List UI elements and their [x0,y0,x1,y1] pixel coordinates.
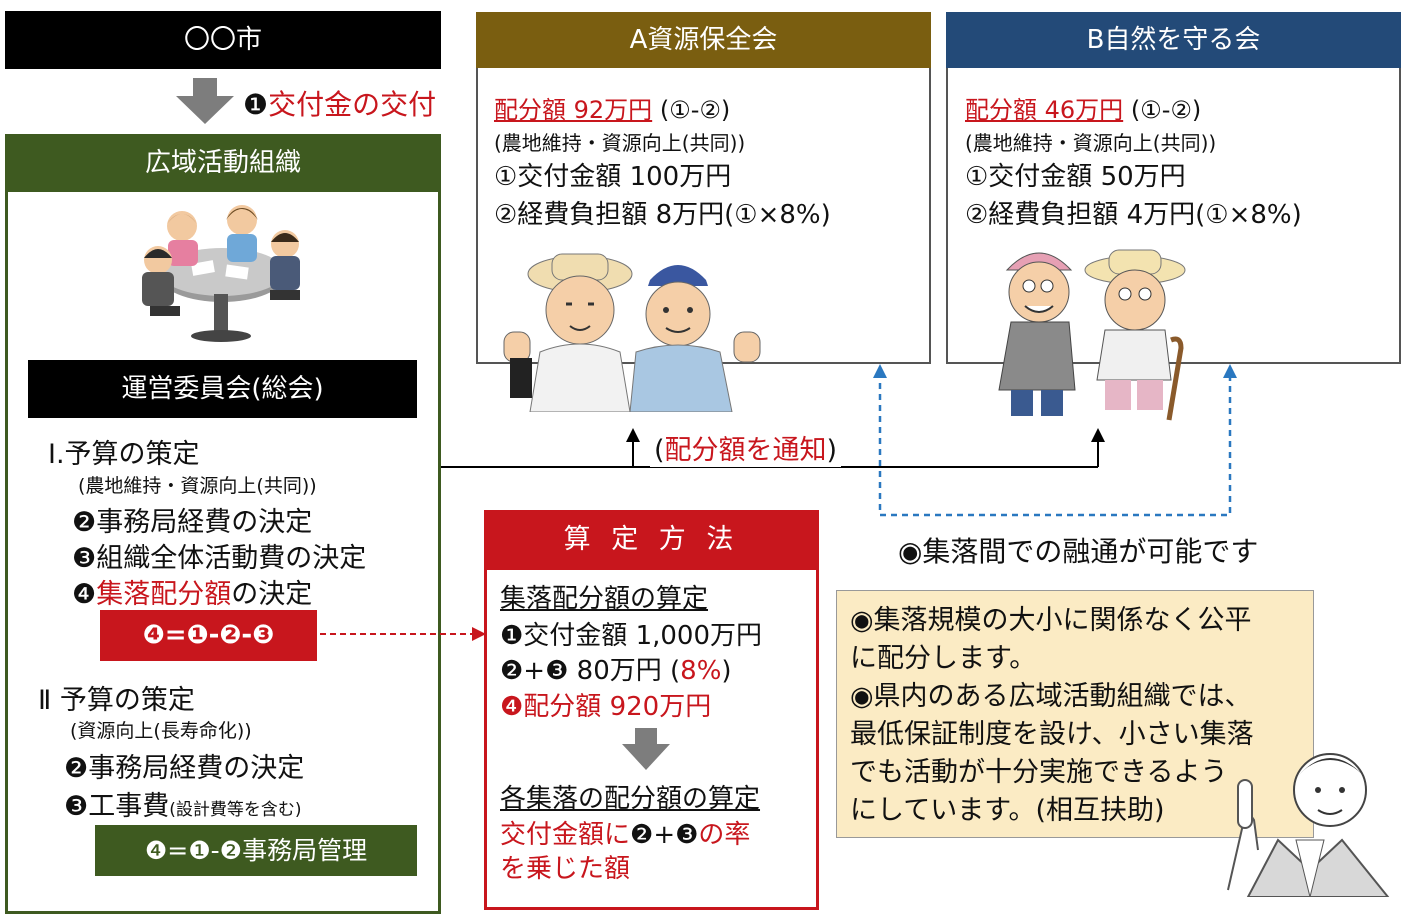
group-b-alloc-line: 配分額 46万円 (①-②) [965,90,1201,125]
method-line5: を乗じた額 [500,854,631,884]
group-b-title: B自然を守る会 [946,12,1401,68]
info-line: 最低保証制度を設け、小さい集落 [850,719,1254,750]
info-line: でも活動が十分実施できるよう [850,757,1228,788]
notify-open: ( [654,435,665,466]
budget1-heading: Ⅰ.予算の策定 [48,439,200,470]
budget1-item4-rest: の決定 [231,579,313,610]
info-line: ◉県内のある広域活動組織では、 [850,681,1252,712]
method-line4-c: の率 [698,820,751,850]
meeting-illustration [142,205,300,342]
group-b-line2: ②経費負担額 4万円(①×8%) [965,200,1302,230]
method-line4: 交付金額に❷+❸の率 [500,814,750,851]
method-line2: ❷+❸ 80万円 (8%) [500,650,732,687]
farmers-illustration-a [503,253,761,412]
method-title: 算 定 方 法 [484,510,819,570]
group-a-line1: ①交付金額 100万円 [494,162,732,192]
city-header: 〇〇市 [5,11,441,69]
grant-step-label: ❶交付金の交付 [243,83,436,123]
notify-close: ) [826,435,838,466]
grant-step-number: ❶ [243,88,269,121]
info-line: に配分します。 [850,643,1037,674]
farmers-illustration-b [998,249,1186,421]
budget2-sub: (資源向上(長寿命化)) [70,720,252,742]
info-text: ◉集落規模の大小に関係なく公平 に配分します。 ◉県内のある広域活動組織では、 … [850,602,1254,830]
group-a-alloc: 配分額 92万円 [494,96,653,124]
budget1-item4-num: ❹ [72,579,97,610]
presenter-illustration [1227,753,1390,897]
budget2-item3-small: (設計費等を含む) [169,800,302,820]
budget2-item3-main: ❸工事費 [64,791,170,822]
group-b-sub: (農地維持・資源向上(共同)) [965,131,1217,155]
budget2-item2: ❷事務局経費の決定 [64,753,305,784]
grant-step-text: 交付金の交付 [268,88,437,121]
method-line1: ❶交付金額 1,000万円 [500,621,763,651]
group-b-alloc: 配分額 46万円 [965,96,1124,124]
budget1-formula: ❹=❶-❷-❸ [100,610,317,661]
method-line2-rate: 8% [680,656,722,686]
group-a-alloc-note: (①-②) [659,96,731,124]
info-box [836,590,1314,838]
group-b-alloc-note: (①-②) [1130,96,1202,124]
method-line3: ❹配分額 920万円 [500,692,712,722]
method-line4-a: 交付金額に [500,820,631,850]
notify-label-line: (配分額を通知) [650,428,842,467]
method-down-arrow-icon [622,728,670,770]
budget1-item3: ❸組織全体活動費の決定 [72,543,367,574]
group-b-line1: ①交付金額 50万円 [965,162,1186,192]
info-line: ◉集落規模の大小に関係なく公平 [850,605,1252,636]
budget2-formula: ❹=❶-❷事務局管理 [95,825,417,876]
method-panel [484,510,819,910]
method-heading2: 各集落の配分額の算定 [500,784,761,814]
budget2-item3: ❸工事費(設計費等を含む) [64,784,301,823]
notify-label: 配分額を通知 [664,435,827,466]
flex-note: ◉集落間での融通が可能です [898,535,1259,568]
method-heading1: 集落配分額の算定 [500,584,709,614]
wide-org-title: 広域活動組織 [5,134,441,192]
group-a-alloc-line: 配分額 92万円 (①-②) [494,90,730,125]
budget1-sub: (農地維持・資源向上(共同)) [78,475,317,497]
committee-header: 運営委員会(総会) [28,360,417,418]
budget2-heading: Ⅱ 予算の策定 [38,685,195,716]
method-line2-c: ) [721,656,732,686]
budget1-item4-red: 集落配分額 [96,579,232,610]
group-a-line2: ②経費負担額 8万円(①×8%) [494,200,831,230]
group-a-title: A資源保全会 [476,12,931,68]
budget1-item4: ❹集落配分額の決定 [72,572,312,611]
group-a-sub: (農地維持・資源向上(共同)) [494,131,746,155]
info-line: にしています。(相互扶助) [850,795,1165,826]
budget1-item2: ❷事務局経費の決定 [72,507,313,538]
method-line2-a: ❷+❸ 80万円 ( [500,656,681,686]
down-arrow-icon [176,78,234,124]
method-line4-b: ❷+❸ [630,820,699,850]
